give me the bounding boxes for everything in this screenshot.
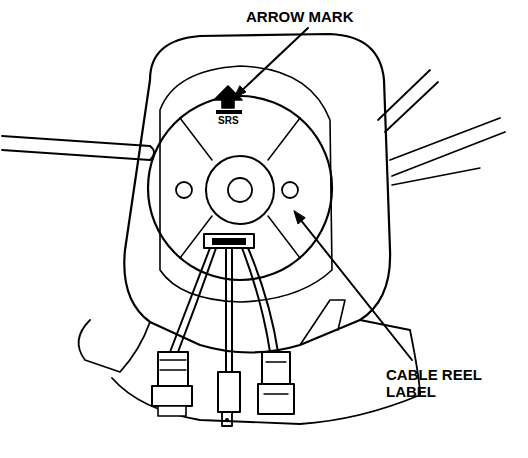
callout-label: CABLE REEL LABEL bbox=[386, 366, 494, 401]
callout-label: ARROW MARK bbox=[246, 8, 353, 25]
reel-marking: SRS bbox=[217, 115, 240, 127]
